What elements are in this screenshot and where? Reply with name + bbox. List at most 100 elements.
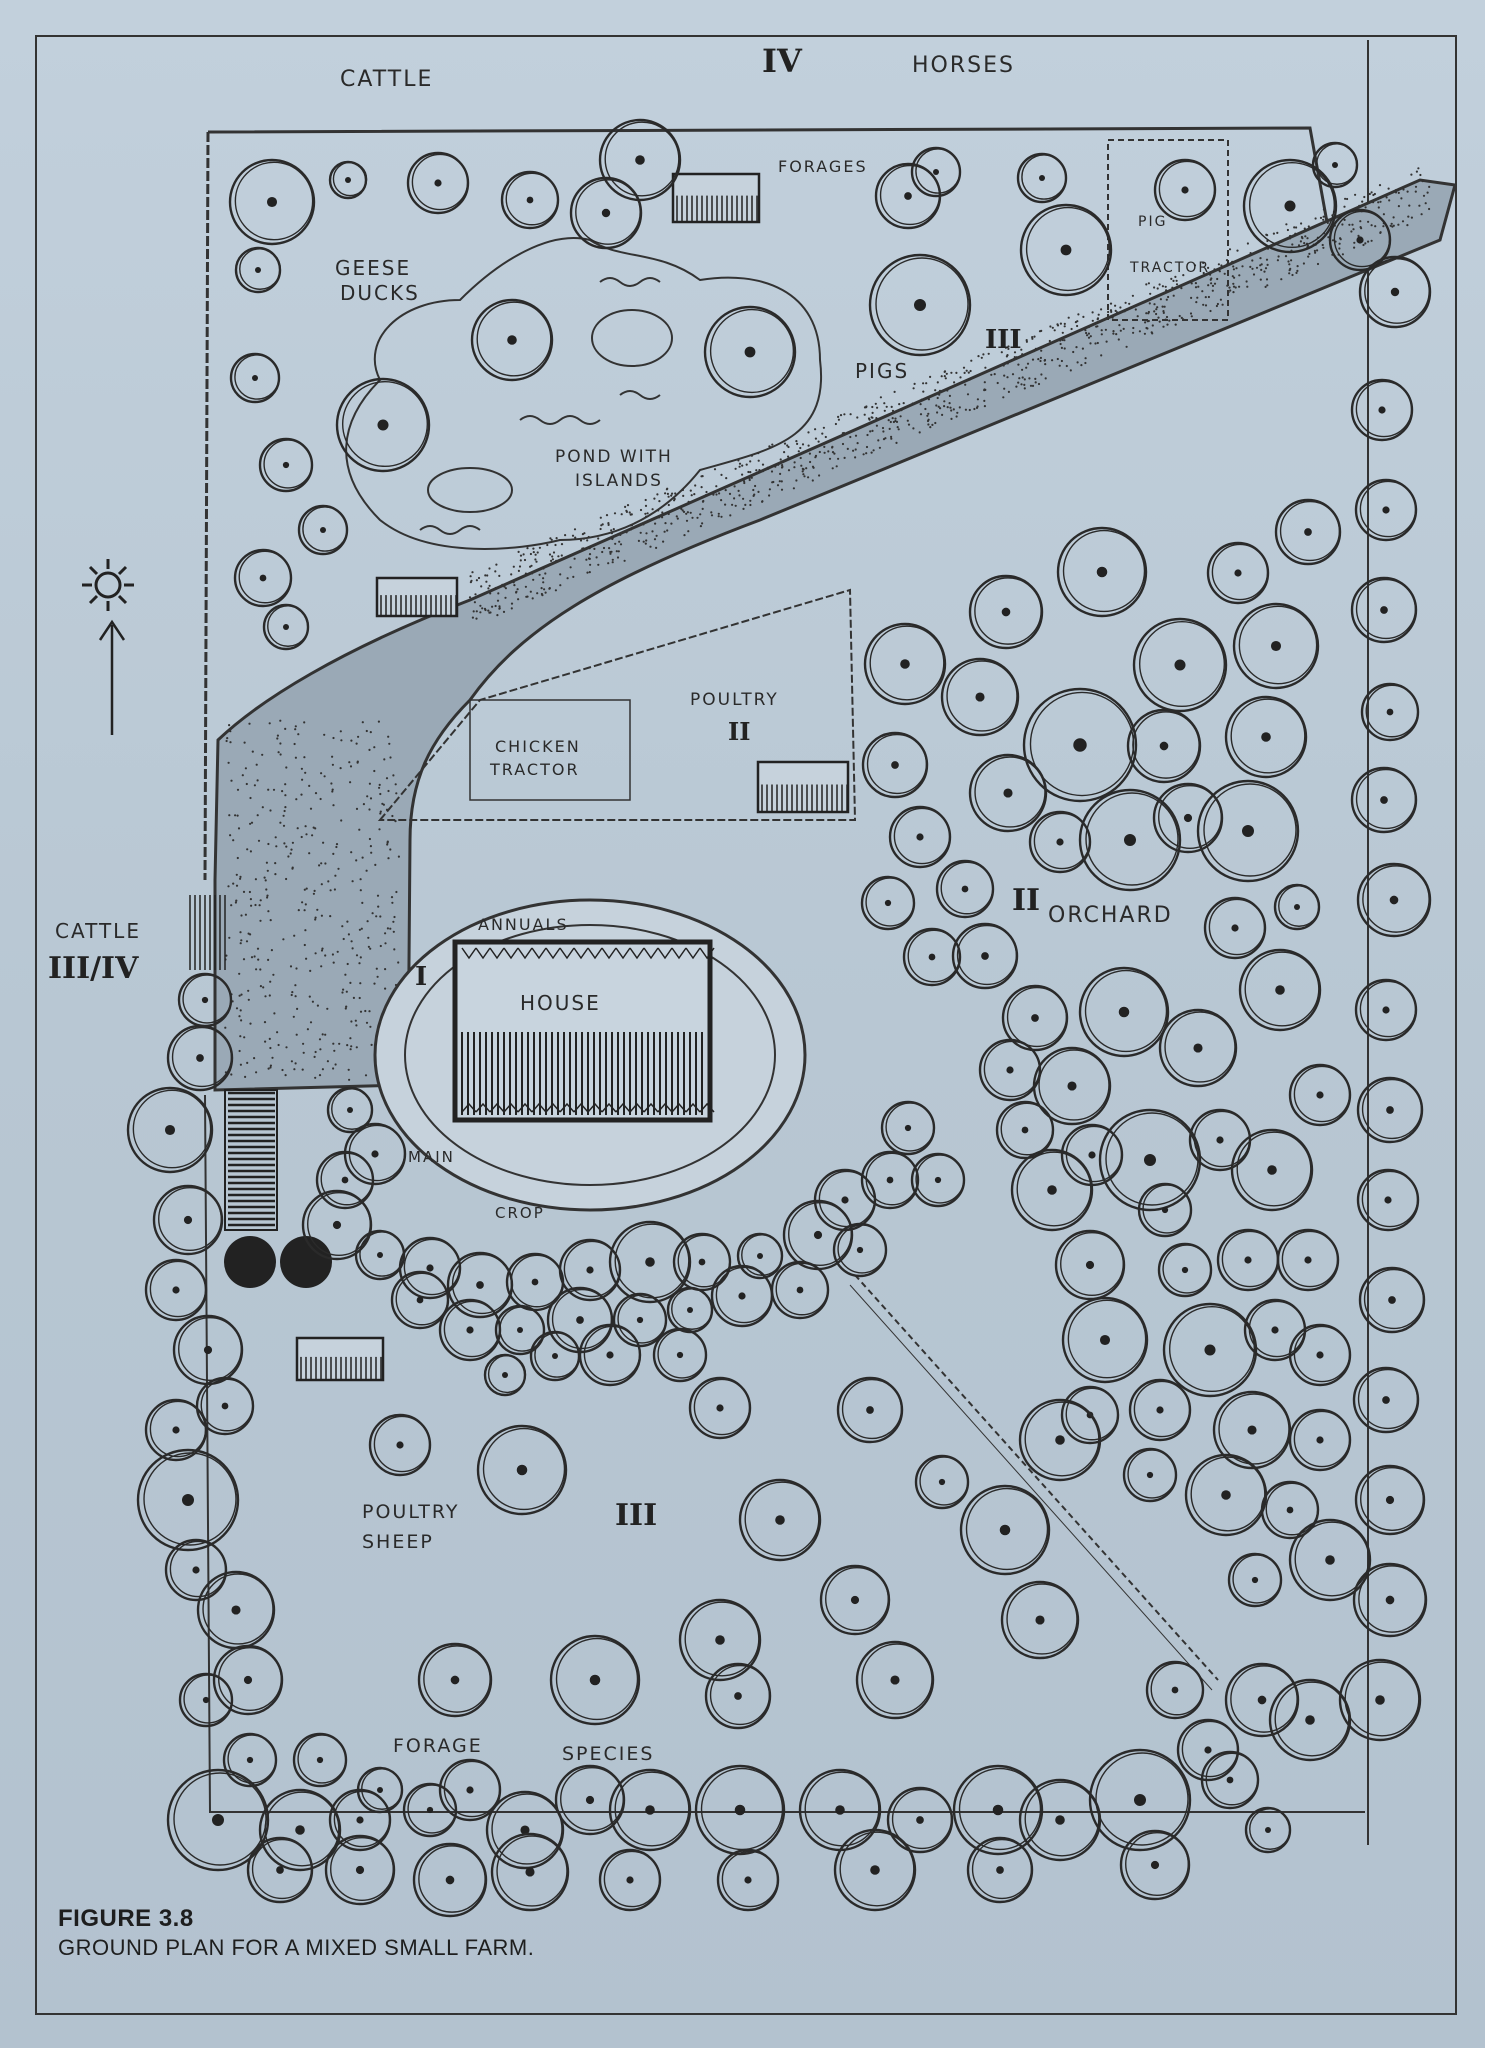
tree-131 xyxy=(144,1398,208,1462)
tree-28 xyxy=(1274,498,1342,566)
label-orchard: ORCHARD xyxy=(1048,903,1173,928)
tree-168 xyxy=(1145,1660,1205,1720)
tree-178 xyxy=(704,1662,772,1730)
tree-123 xyxy=(483,1353,527,1397)
tree-70 xyxy=(1128,1378,1192,1442)
tree-169 xyxy=(368,1413,432,1477)
tree-64 xyxy=(1010,1148,1094,1232)
label-zone-i: I xyxy=(415,962,427,992)
tree-55 xyxy=(1188,1108,1252,1172)
tree-151 xyxy=(952,1764,1044,1856)
label-zone-iii-bottom: III xyxy=(615,1498,657,1533)
tree-23 xyxy=(262,603,310,651)
tree-83 xyxy=(1360,682,1420,742)
shed-2 xyxy=(756,760,850,814)
tree-80 xyxy=(1350,378,1414,442)
tree-21 xyxy=(297,504,349,556)
tree-121 xyxy=(578,1323,642,1387)
tree-92 xyxy=(1352,1562,1428,1638)
tree-136 xyxy=(178,1672,234,1728)
tree-66 xyxy=(1162,1302,1258,1398)
tree-116 xyxy=(612,1292,668,1348)
tree-166 xyxy=(1200,1750,1260,1810)
tree-49 xyxy=(1238,948,1322,1032)
tree-180 xyxy=(959,1484,1051,1576)
shed-1 xyxy=(375,576,459,618)
tree-137 xyxy=(222,1732,278,1788)
tree-143 xyxy=(402,1782,458,1838)
tree-165 xyxy=(246,1836,314,1904)
tree-154 xyxy=(1176,1718,1240,1782)
house-roof-hatching xyxy=(461,947,715,1115)
pond-island-1 xyxy=(591,309,673,367)
tree-114 xyxy=(494,1304,546,1356)
tree-119 xyxy=(770,1260,830,1320)
tree-160 xyxy=(716,1848,780,1912)
tree-13 xyxy=(1311,141,1359,189)
tree-135 xyxy=(212,1644,284,1716)
tree-8 xyxy=(910,146,962,198)
tree-5 xyxy=(569,176,643,250)
tree-156 xyxy=(1268,1678,1352,1762)
figure-caption: FIGURE 3.8 GROUND PLAN FOR A MIXED SMALL… xyxy=(58,1905,534,1961)
tree-155 xyxy=(1224,1662,1300,1738)
tree-3 xyxy=(406,151,470,215)
tree-37 xyxy=(1078,788,1182,892)
tree-127 xyxy=(152,1184,224,1256)
tree-182 xyxy=(914,1454,970,1510)
pond xyxy=(345,237,823,550)
tree-179 xyxy=(855,1640,935,1720)
water-tank-2 xyxy=(280,1236,332,1288)
tree-177 xyxy=(549,1634,641,1726)
label-pig-tractor: TRACTOR xyxy=(1129,260,1210,276)
tree-174 xyxy=(678,1598,762,1682)
tree-25 xyxy=(968,574,1044,650)
label-zone-ii-orchard: II xyxy=(1012,883,1040,918)
tree-97 xyxy=(832,1222,888,1278)
pond-island-2 xyxy=(427,467,513,513)
tree-110 xyxy=(343,1122,407,1186)
water-tank-1 xyxy=(224,1236,276,1288)
tree-20 xyxy=(258,437,314,493)
label-forage: FORAGE xyxy=(393,1735,483,1757)
tree-19 xyxy=(868,253,972,357)
tree-41 xyxy=(888,805,952,869)
label-ducks: DUCKS xyxy=(340,281,420,305)
tree-45 xyxy=(951,922,1019,990)
tree-47 xyxy=(1078,966,1170,1058)
tree-176 xyxy=(417,1642,493,1718)
tree-50 xyxy=(1203,896,1267,960)
tree-142 xyxy=(356,1766,404,1814)
tree-51 xyxy=(1273,883,1321,931)
tree-43 xyxy=(860,875,916,931)
tree-87 xyxy=(1356,1076,1424,1144)
label-house: HOUSE xyxy=(520,991,601,1015)
tree-4 xyxy=(500,170,560,230)
tree-170 xyxy=(476,1424,568,1516)
tree-61 xyxy=(1216,1228,1280,1292)
tree-126 xyxy=(126,1086,214,1174)
tree-77 xyxy=(1288,1518,1372,1602)
tree-69 xyxy=(1061,1296,1149,1384)
tree-32 xyxy=(1022,687,1138,803)
tree-63 xyxy=(1054,1229,1126,1301)
poultry-paddock xyxy=(377,588,857,821)
tree-99 xyxy=(782,1199,854,1271)
tree-2 xyxy=(328,160,368,200)
tree-35 xyxy=(968,753,1048,833)
tree-24 xyxy=(863,622,947,706)
tree-39 xyxy=(1196,779,1300,883)
north-arrow-icon xyxy=(98,619,126,735)
tree-18 xyxy=(703,305,797,399)
tree-95 xyxy=(910,1152,966,1208)
pond-ripples xyxy=(419,277,661,535)
tree-141 xyxy=(292,1732,348,1788)
tree-33 xyxy=(1126,708,1202,784)
trees xyxy=(126,118,1432,1918)
label-zone-iii-iv: III/IV xyxy=(48,951,139,986)
tree-48 xyxy=(1158,1008,1238,1088)
tree-125 xyxy=(166,1024,234,1092)
driveway-stipple xyxy=(224,167,1431,1081)
tree-30 xyxy=(1232,602,1320,690)
